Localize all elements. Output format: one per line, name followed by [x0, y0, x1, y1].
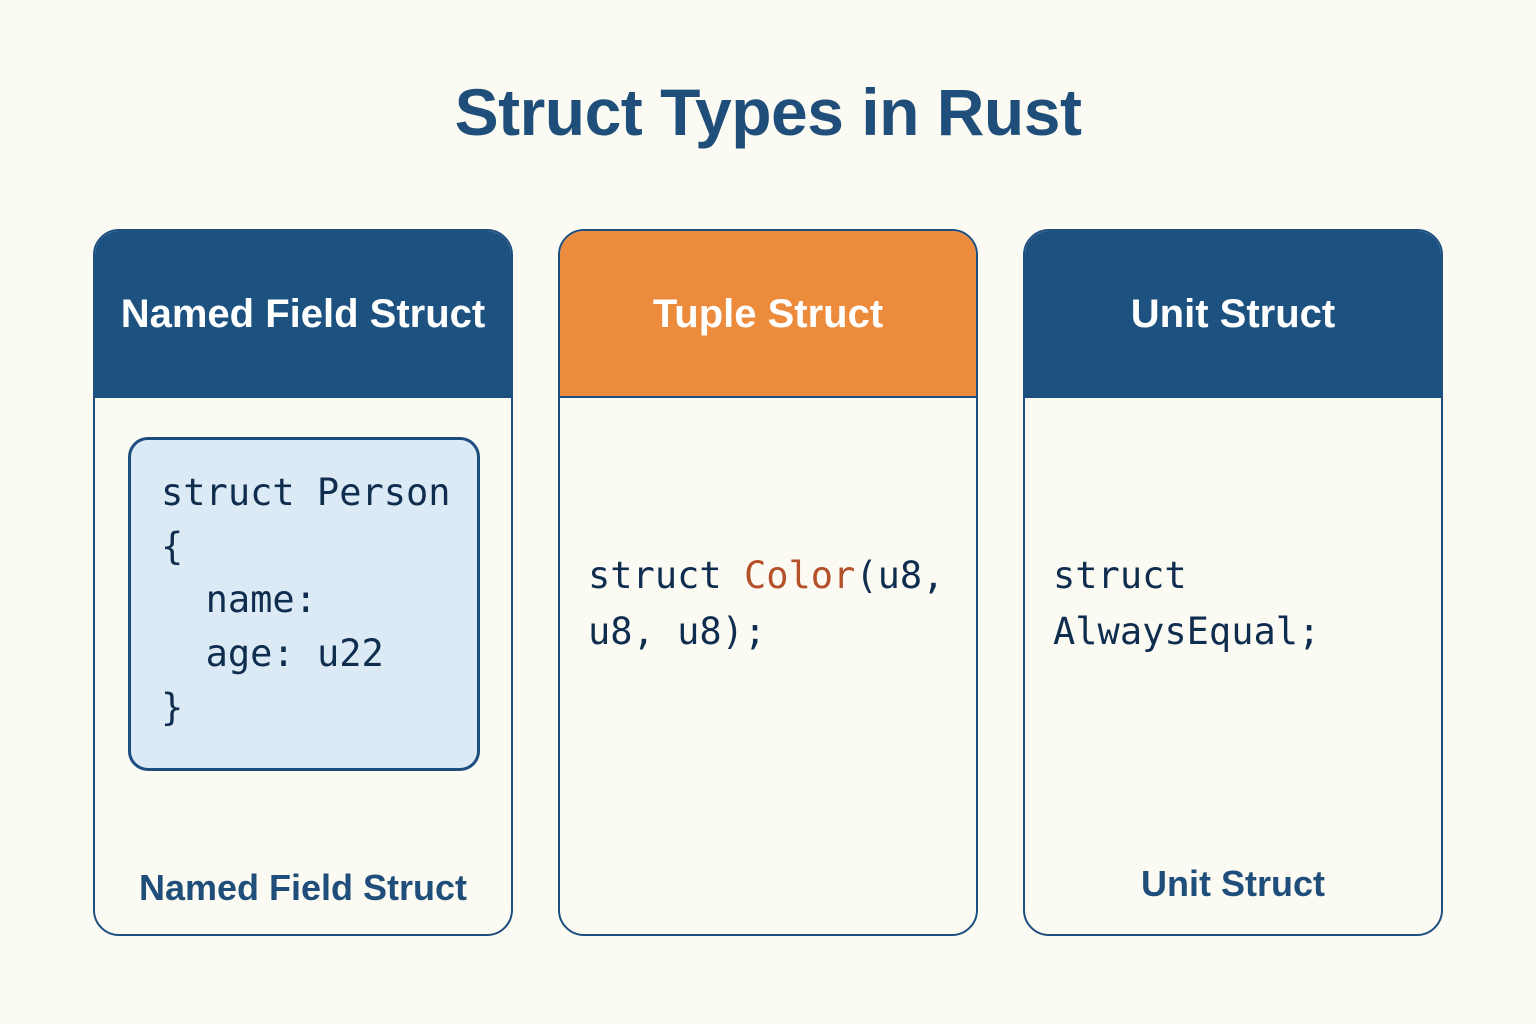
card-named-field-struct: Named Field Struct struct Person { name:… [93, 229, 513, 936]
card-caption-unit-struct: Unit Struct [1141, 863, 1325, 905]
code-snippet-tuple-struct: struct Color(u8, u8, u8); [588, 548, 954, 659]
card-header-named-field-struct: Named Field Struct [95, 231, 511, 398]
code-type-name-color: Color [743, 554, 856, 597]
card-caption-named-field-struct: Named Field Struct [138, 867, 468, 909]
card-header-tuple-struct: Tuple Struct [560, 231, 976, 398]
code-snippet-unit-struct: struct AlwaysEqual; [1053, 554, 1321, 653]
card-header-unit-struct: Unit Struct [1025, 231, 1441, 398]
card-unit-struct: Unit Struct struct AlwaysEqual; Unit Str… [1023, 229, 1443, 936]
card-body-unit-struct: struct AlwaysEqual; Unit Struct [1025, 398, 1441, 934]
code-snippet-named-field-struct: struct Person { name: age: u22 } [161, 471, 451, 729]
card-tuple-struct: Tuple Struct struct Color(u8, u8, u8); [558, 229, 978, 936]
code-box-named-field-struct: struct Person { name: age: u22 } [128, 437, 480, 771]
card-body-tuple-struct: struct Color(u8, u8, u8); [560, 398, 976, 934]
code-tuple-fields: (u8, u8, u8); [588, 554, 967, 653]
code-keyword-struct: struct [588, 554, 744, 597]
page-title: Struct Types in Rust [454, 75, 1082, 149]
card-body-named-field-struct: struct Person { name: age: u22 } Named F… [95, 398, 511, 934]
card-row: Named Field Struct struct Person { name:… [93, 229, 1443, 936]
